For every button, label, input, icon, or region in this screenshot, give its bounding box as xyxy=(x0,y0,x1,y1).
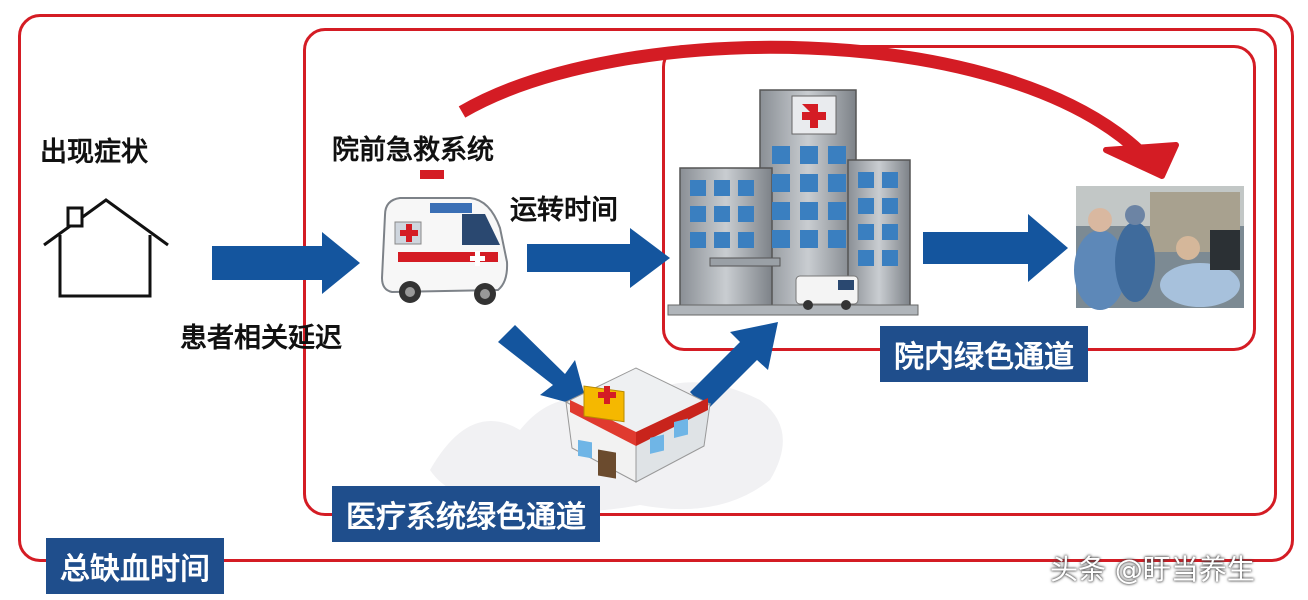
ambulance-icon xyxy=(380,170,509,305)
arrow-hospital-to-operating-room xyxy=(923,214,1068,282)
total-ischemic-badge: 总缺血时间 xyxy=(46,538,224,594)
house-icon xyxy=(43,198,169,298)
in-hospital-badge: 院内绿色通道 xyxy=(880,326,1088,382)
operating-room-photo xyxy=(1074,186,1244,310)
arrow-ambulance-to-clinic xyxy=(498,325,588,408)
transport-time-label: 运转时间 xyxy=(510,195,618,226)
hospital-icon xyxy=(667,89,919,316)
curved-red-arrow-head xyxy=(1103,142,1179,179)
total-ischemic-frame xyxy=(18,14,1294,562)
clinic-icon xyxy=(564,367,712,483)
patient-delay-label: 患者相关延迟 xyxy=(180,323,342,354)
arrow-clinic-to-hospital xyxy=(690,322,778,410)
medical-system-badge: 医疗系统绿色通道 xyxy=(332,486,600,542)
arrow-ambulance-to-hospital xyxy=(527,228,670,288)
hospital-ambulance-small xyxy=(795,275,859,310)
symptom-label: 出现症状 xyxy=(40,137,148,168)
curved-red-arrow-shaft xyxy=(458,40,1145,157)
prehospital-label: 院前急救系统 xyxy=(332,135,494,166)
watermark-text: 头条 @盱当养生 xyxy=(1050,553,1255,586)
arrow-house-to-ambulance xyxy=(212,232,360,294)
